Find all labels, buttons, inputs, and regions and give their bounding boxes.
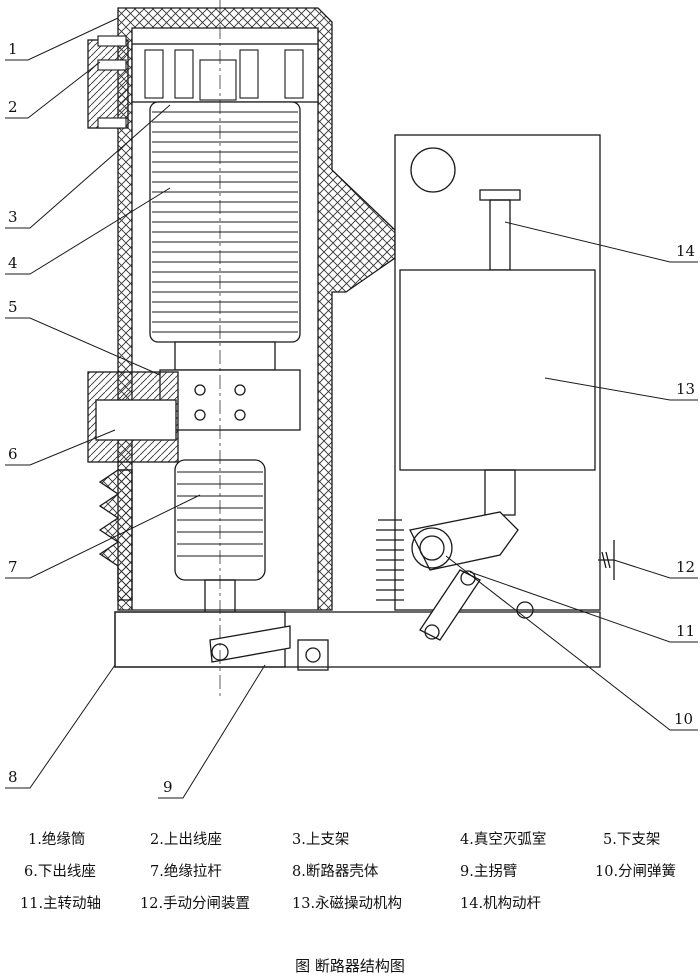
drawing: [87, 0, 615, 700]
legend-item-9: 9.主拐臂: [460, 864, 518, 880]
callout-8: 8: [8, 768, 18, 786]
legend-item-6: 6.下出线座: [24, 864, 96, 880]
callout-10: 10: [674, 710, 693, 728]
callout-6: 6: [8, 445, 18, 463]
legend-item-14: 14.机构动杆: [460, 896, 542, 912]
callout-1: 1: [8, 40, 18, 58]
legend-item-12: 12.手动分闸装置: [140, 896, 251, 912]
main-shaft: [411, 527, 453, 569]
legend-row: 1.绝缘筒 2.上出线座 3.上支架 4.真空灭弧室 5.下支架: [0, 828, 700, 860]
legend-row: 6.下出线座 7.绝缘拉杆 8.断路器壳体 9.主拐臂 10.分闸弹簧: [0, 860, 700, 892]
upper-support: [131, 43, 319, 103]
figure-caption: 图 断路器结构图: [295, 957, 405, 975]
upper-terminal-block: [87, 39, 129, 129]
callout-2: 2: [8, 98, 18, 116]
trip-spring: [376, 519, 404, 601]
legend-row: 11.主转动轴 12.手动分闸装置 13.永磁操动机构 14.机构动杆: [0, 892, 700, 924]
legend-item-7: 7.绝缘拉杆: [150, 864, 222, 880]
callout-4: 4: [8, 254, 18, 272]
legend-item-3: 3.上支架: [292, 832, 350, 848]
breaker-housing: [114, 611, 601, 668]
legend-item-1: 1.绝缘筒: [28, 832, 86, 848]
callout-12: 12: [676, 558, 695, 576]
callout-13: 13: [676, 380, 695, 398]
legend-item-8: 8.断路器壳体: [292, 864, 379, 880]
main-crank-arm: [209, 625, 291, 663]
callout-5: 5: [8, 298, 18, 316]
permanent-magnet-actuator: [399, 269, 596, 471]
leader-lines: [5, 17, 698, 799]
callout-11: 11: [676, 622, 695, 640]
manual-trip-device: [598, 540, 615, 580]
callout-9: 9: [163, 778, 173, 796]
legend-item-5: 5.下支架: [603, 832, 661, 848]
callout-14: 14: [676, 242, 695, 260]
lower-support: [159, 369, 301, 431]
legend-item-4: 4.真空灭弧室: [460, 832, 547, 848]
outer-sheds: [98, 469, 133, 601]
main-lever: [409, 511, 519, 571]
legend-item-10: 10.分闸弹簧: [595, 864, 677, 880]
callout-labels: 1 2 3 4 5 6 7 8 9 10 11 12 13 14: [8, 40, 695, 796]
parts-legend: 1.绝缘筒 2.上出线座 3.上支架 4.真空灭弧室 5.下支架 6.下出线座 …: [0, 828, 700, 924]
callout-3: 3: [8, 208, 18, 226]
legend-item-13: 13.永磁操动机构: [292, 896, 403, 912]
legend-item-2: 2.上出线座: [150, 832, 222, 848]
breaker-structure-diagram: 1 2 3 4 5 6 7 8 9 10 11 12 13 14: [5, 0, 698, 799]
legend-item-11: 11.主转动轴: [20, 896, 102, 912]
callout-7: 7: [8, 558, 18, 576]
